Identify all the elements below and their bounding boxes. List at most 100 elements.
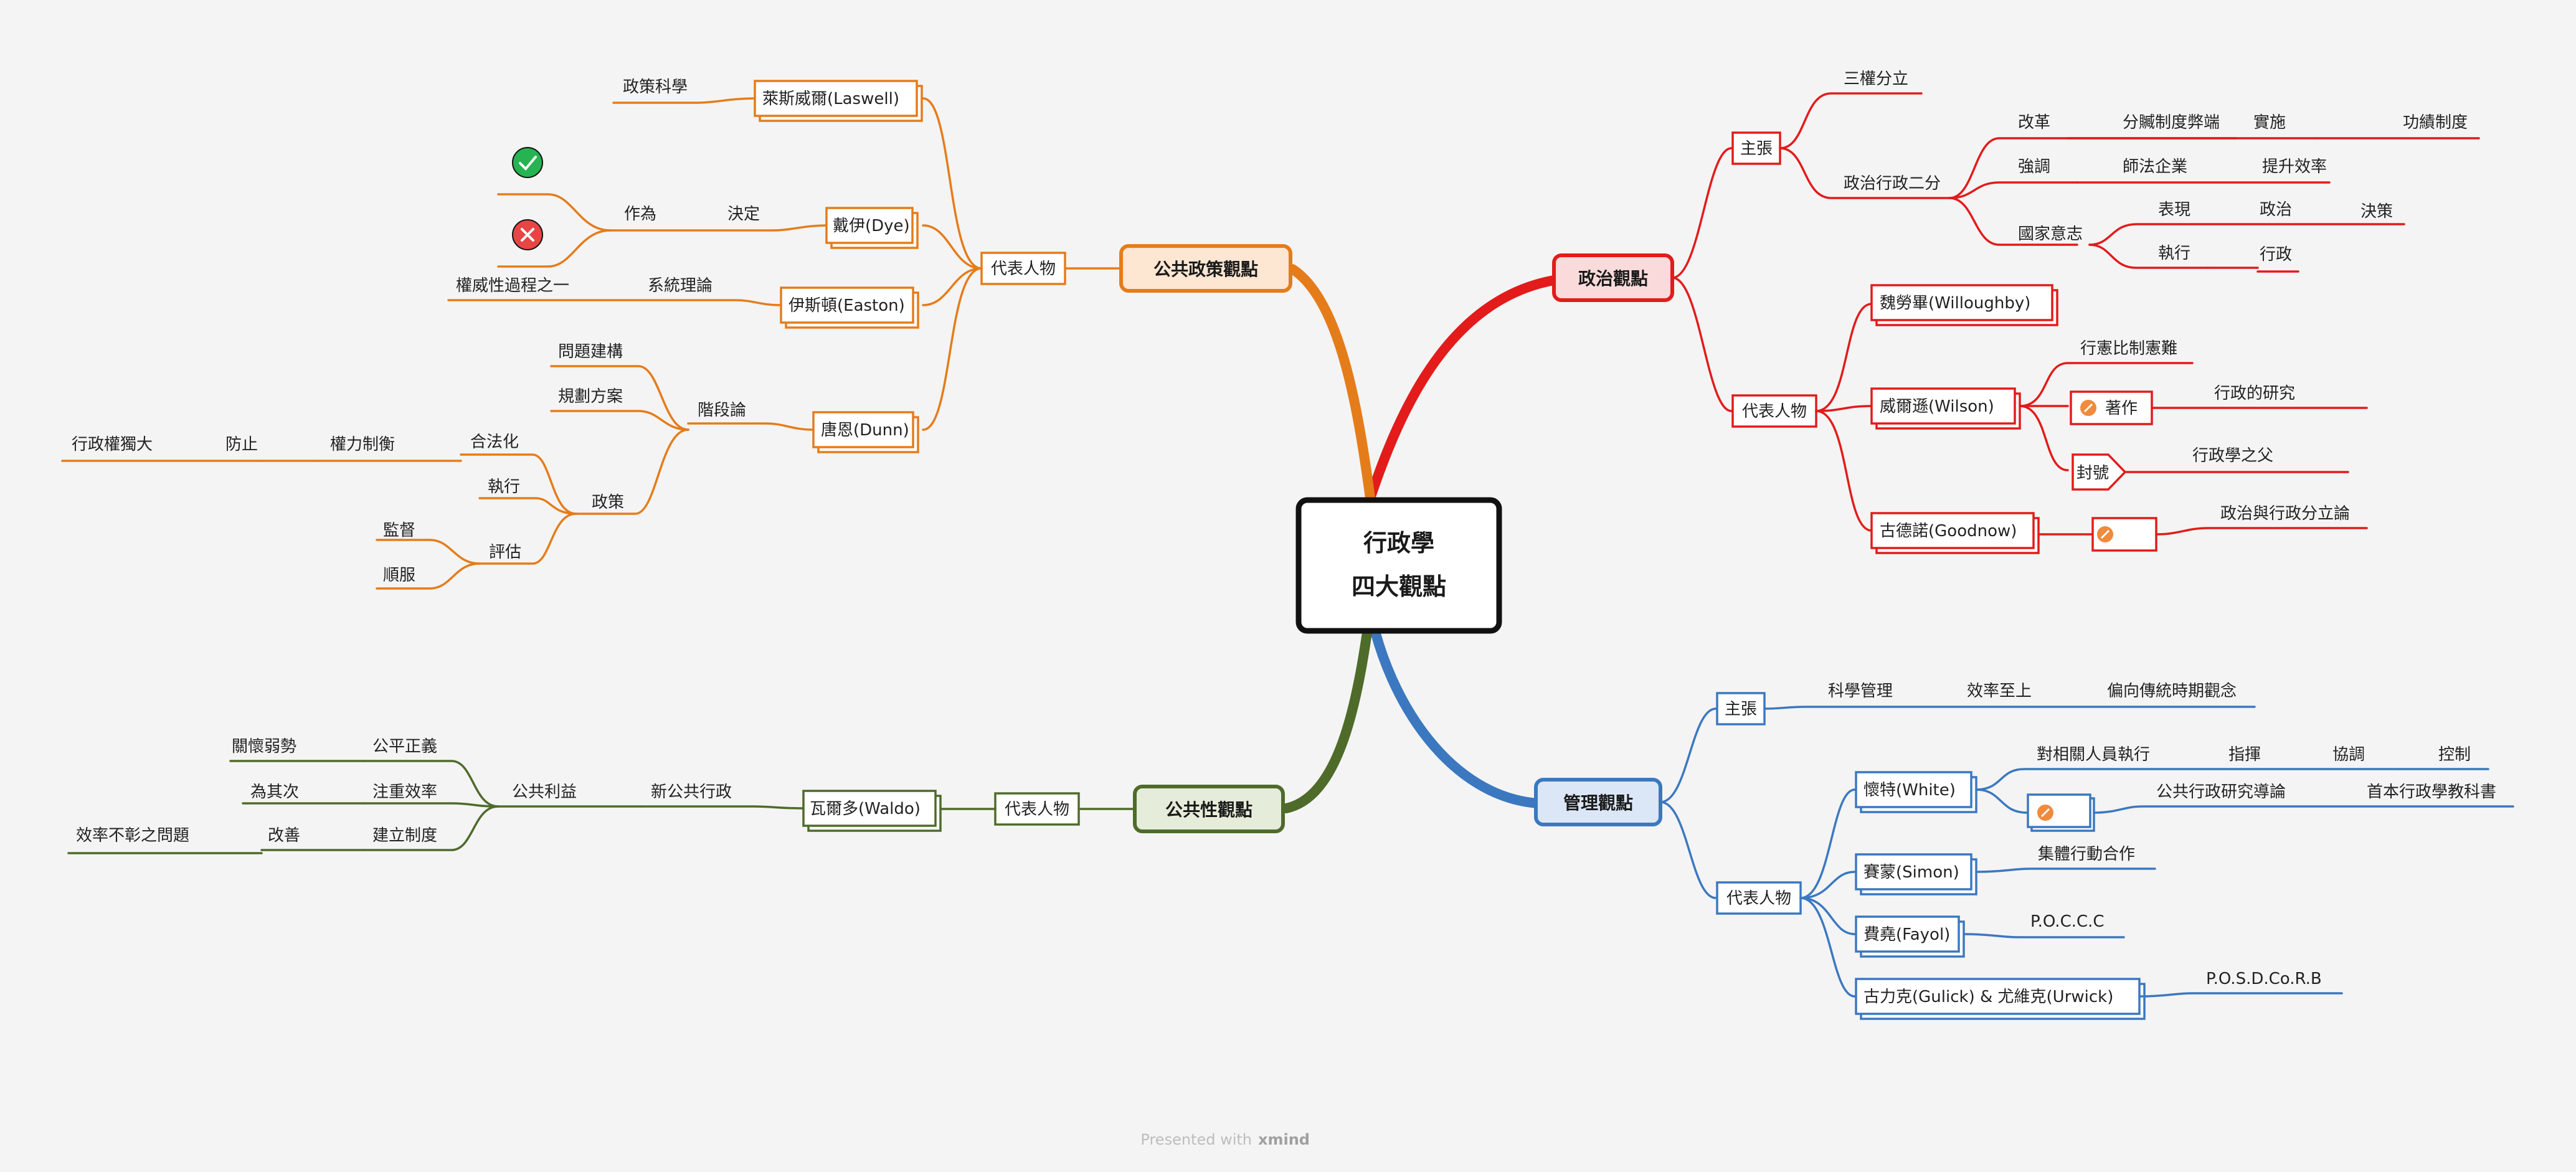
svg-text:古德諾(Goodnow): 古德諾(Goodnow) xyxy=(1880,522,2017,541)
svg-text:伊斯頓(Easton): 伊斯頓(Easton) xyxy=(788,296,905,315)
svg-text:P.O.S.D.Co.R.B: P.O.S.D.Co.R.B xyxy=(2206,970,2322,988)
svg-text:執行: 執行 xyxy=(488,478,520,496)
wilson-title-node[interactable]: 封號 xyxy=(2072,453,2127,491)
svg-text:合法化: 合法化 xyxy=(470,433,519,451)
svg-text:魏勞畢(Willoughby): 魏勞畢(Willoughby) xyxy=(1880,294,2030,313)
svg-text:問題建構: 問題建構 xyxy=(558,343,623,361)
svg-text:懷特(White): 懷特(White) xyxy=(1863,781,1956,800)
waldo-node[interactable]: 瓦爾多(Waldo) xyxy=(802,790,942,832)
svg-text:主張: 主張 xyxy=(1740,139,1773,158)
svg-text:代表人物: 代表人物 xyxy=(1726,889,1791,908)
svg-text:公共利益: 公共利益 xyxy=(512,783,577,801)
svg-text:效率不彰之問題: 效率不彰之問題 xyxy=(76,826,189,845)
svg-text:公共性觀點: 公共性觀點 xyxy=(1165,800,1252,820)
main-branches xyxy=(1281,264,1559,813)
wilson-node[interactable]: 威爾遜(Wilson) xyxy=(1870,387,2021,430)
public-people-node[interactable]: 代表人物 xyxy=(994,792,1080,826)
political-people-node[interactable]: 代表人物 xyxy=(1731,394,1817,428)
xmind-logo[interactable]: xmind xyxy=(1258,1131,1310,1148)
branch-political: 政治觀點 主張 三權分立 政治行政二分 改革 分贓制度弊端 實施 功績制度 強調… xyxy=(1552,70,2480,554)
svg-text:提升效率: 提升效率 xyxy=(2262,158,2327,176)
dye-node[interactable]: 戴伊(Dye) xyxy=(825,207,919,249)
center-title-line1: 行政學 xyxy=(1363,529,1434,557)
dunn-node[interactable]: 唐恩(Dunn) xyxy=(812,411,919,453)
svg-text:代表人物: 代表人物 xyxy=(1742,402,1807,421)
willoughby-node[interactable]: 魏勞畢(Willoughby) xyxy=(1870,284,2058,326)
svg-text:古力克(Gulick) & 尤維克(Urwick): 古力克(Gulick) & 尤維克(Urwick) xyxy=(1863,988,2113,1006)
svg-text:階段論: 階段論 xyxy=(698,401,746,420)
white-node[interactable]: 懷特(White) xyxy=(1855,771,1977,813)
svg-text:科學管理: 科學管理 xyxy=(1828,682,1893,701)
svg-text:偏向傳統時期觀念: 偏向傳統時期觀念 xyxy=(2107,682,2237,701)
svg-text:集體行動合作: 集體行動合作 xyxy=(2038,845,2135,864)
svg-text:威爾遜(Wilson): 威爾遜(Wilson) xyxy=(1880,397,1994,416)
svg-text:監督: 監督 xyxy=(383,521,415,540)
center-topic[interactable]: 行政學 四大觀點 xyxy=(1295,497,1502,634)
goodnow-work-node[interactable] xyxy=(2091,517,2157,552)
white-work-node[interactable] xyxy=(2027,793,2095,832)
svg-text:規劃方案: 規劃方案 xyxy=(558,387,623,406)
svg-text:代表人物: 代表人物 xyxy=(991,260,1056,278)
svg-text:決定: 決定 xyxy=(727,205,760,224)
svg-text:管理觀點: 管理觀點 xyxy=(1563,793,1633,813)
svg-text:權力制衡: 權力制衡 xyxy=(330,435,395,454)
svg-text:順服: 順服 xyxy=(383,566,415,585)
policy-people-node[interactable]: 代表人物 xyxy=(980,252,1066,285)
laswell-node[interactable]: 萊斯威爾(Laswell) xyxy=(754,80,923,122)
svg-text:公平正義: 公平正義 xyxy=(372,737,437,756)
wilson-work-node[interactable]: 著作 xyxy=(2070,390,2153,425)
svg-text:著作: 著作 xyxy=(2105,399,2138,418)
svg-text:公共行政研究導論: 公共行政研究導論 xyxy=(2156,783,2286,801)
svg-text:封號: 封號 xyxy=(2076,464,2109,483)
political-title: 政治觀點 xyxy=(1578,268,1648,289)
svg-text:為其次: 為其次 xyxy=(250,783,299,801)
easton-node[interactable]: 伊斯頓(Easton) xyxy=(780,286,919,329)
svg-text:師法企業: 師法企業 xyxy=(2123,158,2187,176)
svg-text:費堯(Fayol): 費堯(Fayol) xyxy=(1863,925,1950,944)
management-topic[interactable]: 管理觀點 xyxy=(1534,778,1662,826)
gulick-node[interactable]: 古力克(Gulick) & 尤維克(Urwick) xyxy=(1855,978,2146,1020)
svg-text:表現: 表現 xyxy=(2158,201,2190,219)
goodnow-node[interactable]: 古德諾(Goodnow) xyxy=(1870,512,2040,554)
simon-node[interactable]: 賽蒙(Simon) xyxy=(1855,853,1977,896)
public-topic[interactable]: 公共性觀點 xyxy=(1133,785,1285,833)
svg-text:行政的研究: 行政的研究 xyxy=(2214,384,2295,403)
svg-text:建立制度: 建立制度 xyxy=(372,826,437,845)
svg-text:國家意志: 國家意志 xyxy=(2018,225,2083,243)
svg-text:改革: 改革 xyxy=(2018,113,2050,132)
svg-text:戴伊(Dye): 戴伊(Dye) xyxy=(833,217,910,235)
political-assert-node[interactable]: 主張 xyxy=(1731,131,1781,165)
policy-topic[interactable]: 公共政策觀點 xyxy=(1119,244,1292,293)
svg-text:首本行政學教科書: 首本行政學教科書 xyxy=(2367,783,2496,801)
political-topic[interactable]: 政治觀點 xyxy=(1552,253,1674,302)
svg-text:指揮: 指揮 xyxy=(2228,745,2261,764)
footer: Presented with xmind xyxy=(1140,1131,1310,1148)
svg-text:萊斯威爾(Laswell): 萊斯威爾(Laswell) xyxy=(762,90,899,108)
svg-text:政治: 政治 xyxy=(2260,201,2292,219)
svg-text:改善: 改善 xyxy=(268,826,300,845)
svg-text:主張: 主張 xyxy=(1725,700,1757,719)
footer-prefix: Presented with xyxy=(1140,1131,1252,1148)
fayol-node[interactable]: 費堯(Fayol) xyxy=(1855,915,1965,958)
svg-text:分贓制度弊端: 分贓制度弊端 xyxy=(2123,113,2220,132)
svg-text:政治與行政分立論: 政治與行政分立論 xyxy=(2220,504,2350,523)
svg-text:實施: 實施 xyxy=(2253,113,2286,132)
svg-text:作為: 作為 xyxy=(624,205,656,224)
svg-text:防止: 防止 xyxy=(225,435,258,454)
svg-text:控制: 控制 xyxy=(2438,745,2471,764)
svg-text:系統理論: 系統理論 xyxy=(648,276,713,295)
svg-text:行政學之父: 行政學之父 xyxy=(2192,447,2273,465)
svg-text:評估: 評估 xyxy=(489,543,521,562)
svg-text:瓦爾多(Waldo): 瓦爾多(Waldo) xyxy=(810,800,921,818)
management-people-node[interactable]: 代表人物 xyxy=(1716,881,1802,915)
svg-text:權威性過程之一: 權威性過程之一 xyxy=(456,276,569,295)
svg-text:政策科學: 政策科學 xyxy=(623,78,688,97)
svg-text:行政權獨大: 行政權獨大 xyxy=(72,435,153,454)
check-icon xyxy=(512,147,543,178)
separation-of-powers: 三權分立 xyxy=(1844,70,1908,88)
branch-management: 管理觀點 主張 科學管理 效率至上 偏向傳統時期觀念 代表人物 懷特(White… xyxy=(1534,682,2514,1020)
cross-icon xyxy=(512,219,543,250)
svg-text:代表人物: 代表人物 xyxy=(1005,800,1069,819)
management-assert-node[interactable]: 主張 xyxy=(1716,692,1766,725)
